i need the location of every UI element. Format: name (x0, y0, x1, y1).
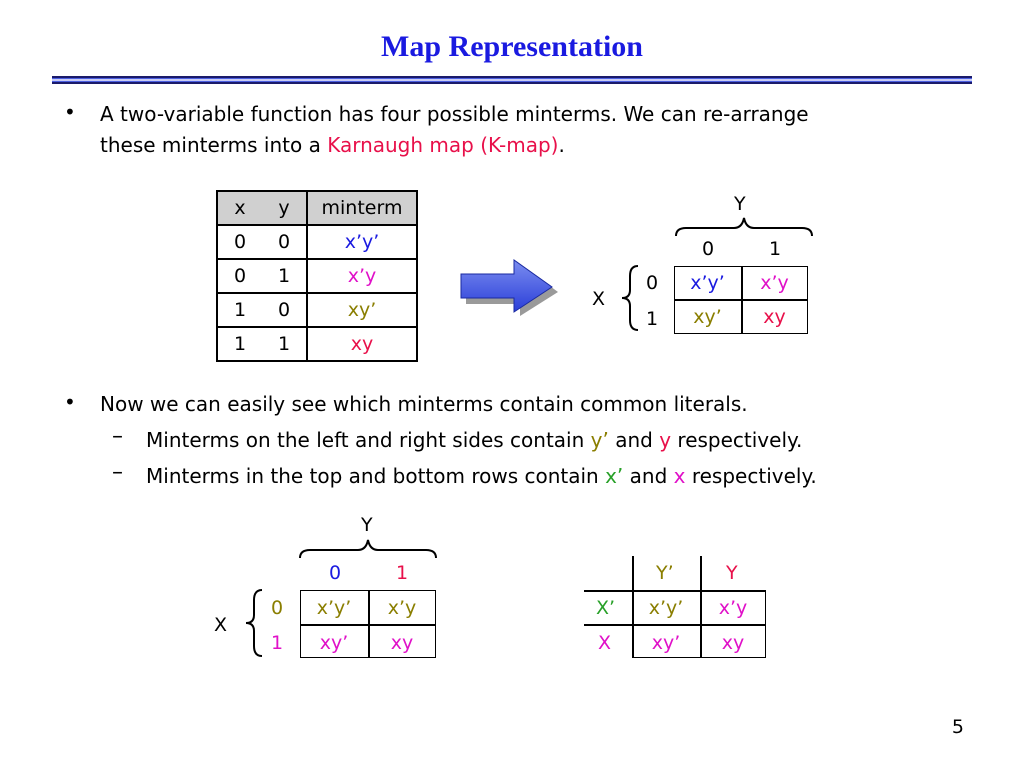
cell-y: 1 (262, 326, 308, 362)
kmap1-row-label: 1 (646, 308, 659, 330)
kmap2-cell-text: xy’ (319, 632, 349, 654)
cell-x: 0 (216, 258, 262, 293)
table-row: 1 0 xy’ (216, 292, 418, 327)
cell-minterm: xy (307, 326, 418, 362)
kmap1-row-label: 0 (646, 272, 659, 294)
kmap3-divider (584, 624, 766, 626)
sub2-mid: and (623, 464, 674, 488)
cell-x: 1 (216, 326, 262, 362)
kmap1-x-label: X (592, 288, 606, 310)
cell-y: 1 (262, 258, 308, 293)
cell-x: 0 (216, 224, 262, 259)
kmap3-cell: x’y (718, 597, 748, 619)
bullet2-sub2: Minterms in the top and bottom rows cont… (146, 461, 817, 491)
slide-title: Map Representation (381, 30, 643, 63)
kmap2-cell-text: x’y (387, 597, 417, 619)
table-row: 1 1 xy (216, 326, 418, 362)
title-divider (52, 76, 972, 84)
sub2-pre: Minterms in the top and bottom rows cont… (146, 464, 606, 488)
kmap2-cell: xy (368, 632, 436, 654)
truth-table-header: x y minterm (216, 190, 418, 225)
brace-icon (675, 217, 813, 237)
kmap3-divider (584, 590, 766, 592)
sub1-mid: and (608, 428, 660, 452)
kmap3-row-label: X’ (596, 597, 616, 619)
header-x: x (216, 190, 262, 225)
kmap3-cell: xy’ (651, 632, 681, 654)
truth-table: x y minterm 0 0 x’y’ 0 1 x’y 1 0 xy’ 1 1… (216, 190, 418, 362)
header-minterm: minterm (307, 190, 418, 225)
bullet1-line2-pre: these minterms into a (100, 133, 328, 157)
kmap3-divider (632, 556, 634, 658)
bullet2-text: Now we can easily see which minterms con… (100, 392, 748, 416)
bullet1-line2: these minterms into a Karnaugh map (K-ma… (100, 130, 565, 160)
sub1-yprime: y’ (590, 428, 609, 452)
cell-y: 0 (262, 292, 308, 327)
brace-icon (299, 539, 437, 559)
kmap3-col-label: Y’ (656, 562, 674, 584)
kmap2-cell: x’y (368, 597, 436, 619)
bullet-icon: • (64, 390, 76, 414)
right-arrow-icon (460, 259, 558, 316)
kmap3-cell: xy (721, 632, 745, 654)
kmap-term-highlight: Karnaugh map (K-map) (327, 133, 559, 157)
bullet1-line1: A two-variable function has four possibl… (100, 102, 809, 126)
cell-y: 0 (262, 224, 308, 259)
cell-minterm: x’y (307, 258, 418, 293)
kmap1-divider (674, 299, 808, 301)
page-number: 5 (951, 716, 964, 738)
cell-x: 1 (216, 292, 262, 327)
title-divider-highlight (52, 79, 972, 81)
cell-minterm: xy’ (307, 292, 418, 327)
sub1-post: respectively. (671, 428, 803, 452)
kmap3-divider (700, 556, 702, 658)
sub2-x: x (673, 464, 686, 488)
brace-icon (245, 589, 263, 657)
brace-icon (621, 265, 639, 331)
kmap2-row-label: 1 (271, 632, 284, 654)
table-row: 0 1 x’y (216, 258, 418, 293)
bullet-icon: • (64, 100, 76, 124)
cell-minterm: x’y’ (307, 224, 418, 259)
kmap1-cell: x’y (760, 272, 789, 294)
kmap3-row-label: X (598, 632, 612, 654)
kmap2-col-label: 1 (396, 562, 409, 584)
kmap2-cell-text: xy (390, 632, 414, 654)
bullet1-line2-post: . (558, 133, 565, 157)
kmap1-cell: x’y’ (690, 272, 725, 294)
kmap3-col-label: Y (726, 562, 738, 584)
kmap2-cell: x’y’ (300, 597, 368, 619)
kmap3-cell: x’y’ (648, 597, 684, 619)
kmap2-col-label: 0 (329, 562, 342, 584)
sub1-y: y (659, 428, 672, 452)
kmap2-y-label: Y (361, 514, 373, 536)
kmap1-y-label: Y (734, 193, 746, 215)
kmap2-x-label: X (214, 614, 228, 636)
kmap2-cell-text: x’y’ (316, 597, 352, 619)
kmap1-cell: xy’ (693, 306, 722, 328)
sub2-xprime: x’ (605, 464, 624, 488)
kmap1-cell: xy (763, 306, 786, 328)
sub2-post: respectively. (685, 464, 817, 488)
header-y: y (262, 190, 308, 225)
kmap2-row-label: 0 (271, 597, 284, 619)
table-row: 0 0 x’y’ (216, 224, 418, 259)
dash-icon: – (112, 424, 123, 449)
kmap2-divider (300, 624, 436, 626)
kmap2-cell: xy’ (300, 632, 368, 654)
kmap1-col-label: 0 (702, 238, 715, 260)
dash-icon: – (112, 460, 123, 485)
bullet2-sub1: Minterms on the left and right sides con… (146, 425, 802, 455)
sub1-pre: Minterms on the left and right sides con… (146, 428, 591, 452)
kmap1-col-label: 1 (769, 238, 782, 260)
